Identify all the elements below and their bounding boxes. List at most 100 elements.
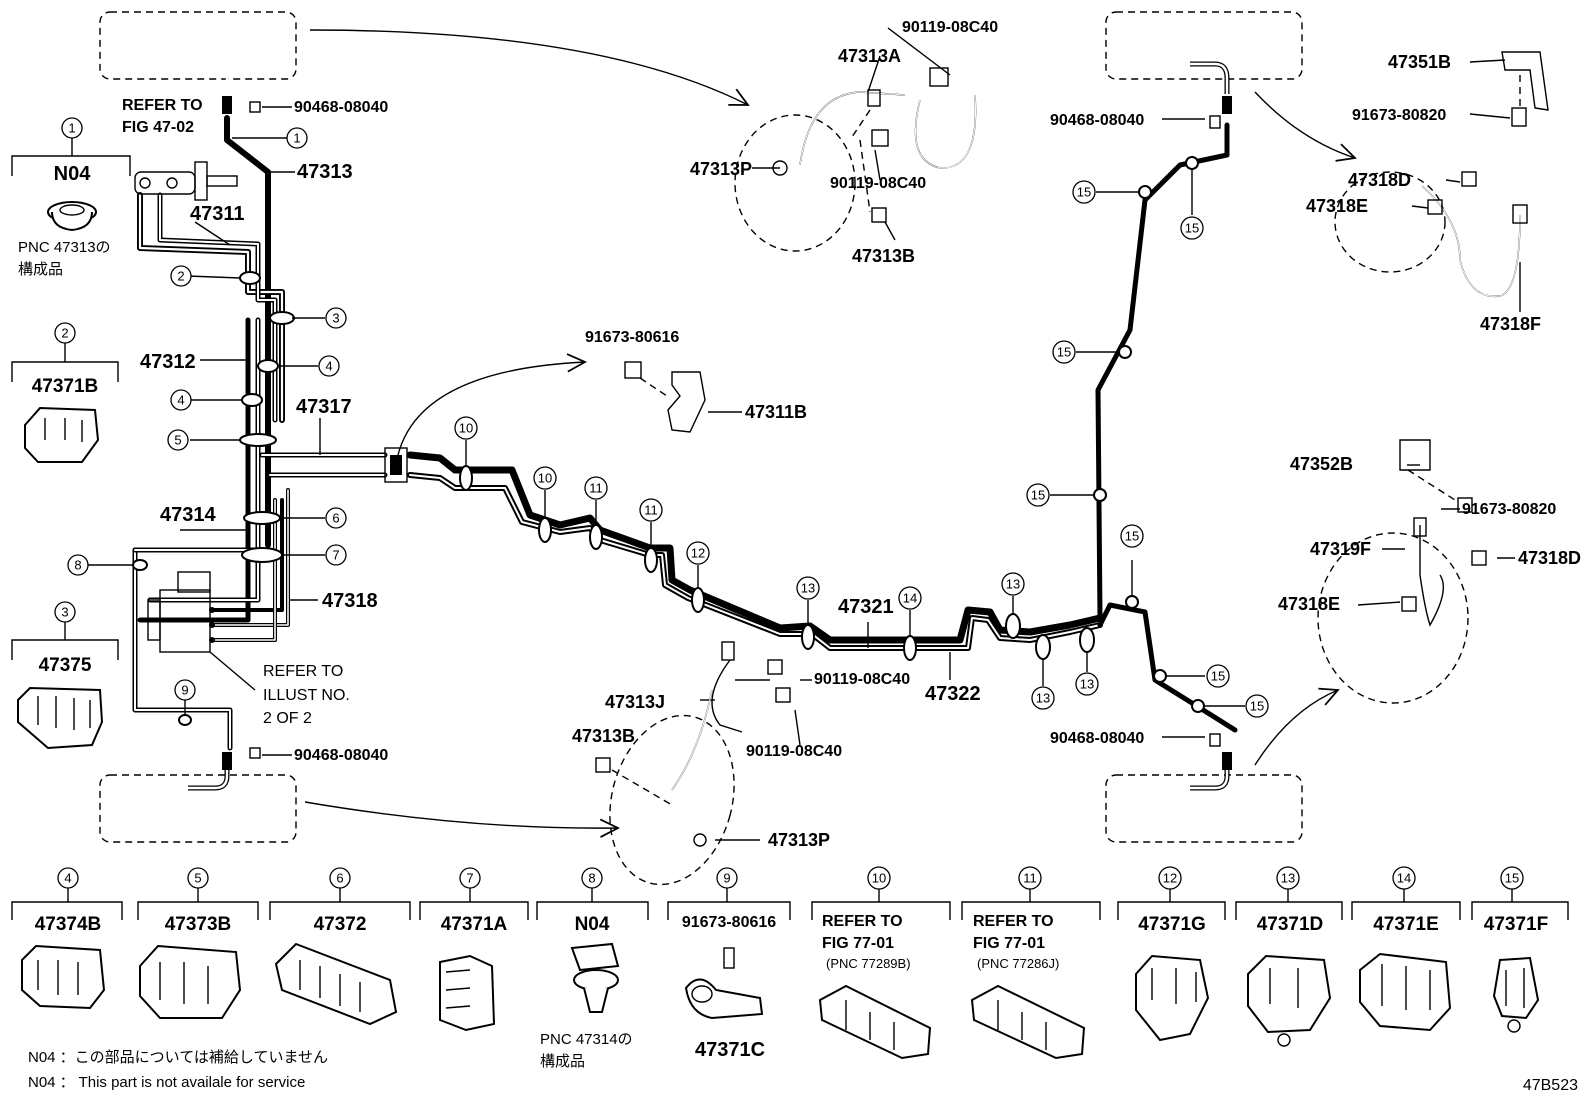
callout-15b: 15	[1180, 216, 1204, 240]
callout-6: 6	[325, 507, 347, 529]
svg-text:1: 1	[68, 121, 75, 136]
svg-text:12: 12	[1163, 871, 1177, 886]
legend-code: 47374B	[35, 914, 102, 935]
label-47318D-b: 47318D	[1518, 548, 1581, 568]
clamp-icon	[1247, 954, 1332, 1047]
legend-code: 47371E	[1373, 914, 1439, 935]
legend-bottom-8: 8 N04 PNC 47314の 構成品	[536, 867, 649, 1070]
label-91673-80616-mid: 91673-80616	[585, 329, 679, 346]
callout-5: 5	[167, 429, 189, 451]
callout-15d: 15	[1026, 483, 1050, 507]
abs-actuator-icon	[147, 571, 256, 691]
legend-code2: FIG 77-01	[822, 935, 894, 952]
callout-11b: 11	[639, 498, 663, 522]
footnote-jp: N04 ：この部品については補給していません	[28, 1049, 328, 1066]
label-47322: 47322	[925, 683, 981, 705]
clamp-icon	[274, 942, 398, 1026]
svg-text:3: 3	[332, 311, 339, 326]
clamp-icon	[1135, 954, 1210, 1042]
svg-text:15: 15	[1211, 669, 1225, 684]
clamp-icon	[17, 686, 104, 750]
svg-text:15: 15	[1057, 345, 1071, 360]
master-cylinder-icon	[134, 161, 238, 201]
legend-bottom-10: 10 REFER TO FIG 77-01 (PNC 77289B)	[811, 866, 951, 1060]
legend-code: N04	[54, 163, 92, 185]
clamp-icon	[1359, 952, 1452, 1032]
legend-code: REFER TO	[973, 913, 1054, 930]
label-47321: 47321	[838, 596, 894, 618]
label-47313P-bottom: 47313P	[768, 830, 830, 850]
svg-text:15: 15	[1077, 185, 1091, 200]
svg-text:15: 15	[1505, 871, 1519, 886]
label-47311B: 47311B	[745, 402, 807, 422]
label-47313: 47313	[297, 161, 353, 183]
legend-code: 47373B	[165, 914, 232, 935]
svg-text:13: 13	[1036, 691, 1050, 706]
svg-text:2: 2	[177, 269, 184, 284]
legend-code3: (PNC 77286J)	[977, 956, 1059, 971]
svg-text:13: 13	[1281, 871, 1295, 886]
callout-15c: 15	[1052, 340, 1076, 364]
label-47311: 47311	[190, 203, 245, 225]
svg-text:11: 11	[1023, 871, 1037, 886]
legend-note1: PNC 47314の	[540, 1031, 633, 1048]
refer-illust-line1: REFER TO	[263, 663, 343, 680]
legend-code: 47375	[39, 655, 92, 676]
label-47318E-a: 47318E	[1306, 196, 1368, 216]
svg-text:15: 15	[1031, 488, 1045, 503]
detail-front-right-hose	[595, 641, 791, 886]
legend-bottom-12: 12 47371G	[1117, 866, 1226, 1042]
callout-1: 1	[286, 127, 308, 149]
legend-bottom: 4 47374B 5 47373B 6 47372 7 47	[11, 866, 1569, 1070]
callout-12: 12	[686, 541, 710, 565]
label-47318D-a: 47318D	[1348, 170, 1411, 190]
legend-bottom-4: 4 47374B	[11, 867, 123, 1010]
label-47314: 47314	[160, 504, 216, 526]
svg-text:9: 9	[723, 871, 730, 886]
label-47313A: 47313A	[838, 46, 901, 66]
callout-2: 2	[170, 265, 192, 287]
wheel-box-bottom-left	[99, 760, 297, 843]
legend-note1: PNC 47313の	[18, 239, 111, 256]
svg-text:13: 13	[801, 581, 815, 596]
svg-text:10: 10	[872, 871, 886, 886]
legend-bottom-11: 11 REFER TO FIG 77-01 (PNC 77286J)	[961, 866, 1101, 1060]
legend-code: 47371B	[32, 376, 99, 397]
legend-item-1: 1 N04 PNC 47313の 構成品	[11, 117, 131, 278]
callout-15a: 15	[1072, 180, 1096, 204]
svg-text:10: 10	[459, 421, 473, 436]
label-47318E-b: 47318E	[1278, 594, 1340, 614]
label-47319F: 47319F	[1310, 539, 1371, 559]
callout-15f: 15	[1206, 664, 1230, 688]
svg-text:7: 7	[466, 871, 473, 886]
clip-icon	[570, 942, 620, 1013]
legend-code: N04	[575, 914, 610, 935]
svg-text:10: 10	[538, 471, 552, 486]
legend-code3: (PNC 77289B)	[826, 956, 911, 971]
refer-illust-line2: ILLUST NO.	[263, 687, 350, 704]
callout-4b: 4	[170, 389, 192, 411]
wheel-box-bottom-right	[1105, 760, 1303, 843]
legend-bottom-15: 15 47371F	[1471, 866, 1569, 1033]
legend-bottom-6: 6 47372	[269, 867, 411, 1026]
detail-front-left-hose	[734, 67, 977, 252]
legend-bottom-13: 13 47371D	[1235, 866, 1343, 1047]
svg-text:1: 1	[293, 131, 300, 146]
refer-illust-line3: 2 OF 2	[263, 710, 312, 727]
legend-code: REFER TO	[822, 913, 903, 930]
callout-9: 9	[174, 679, 196, 701]
clip-icon	[1492, 956, 1540, 1033]
label-47313B-top: 47313B	[852, 246, 915, 266]
pipe-union-icon	[384, 447, 408, 483]
label-90119-b: 90119-08C40	[830, 175, 926, 192]
callout-15g: 15	[1245, 694, 1269, 718]
hose-clip-icons	[249, 101, 1221, 759]
pointer-arrows	[304, 29, 1357, 838]
clamp-icon	[139, 944, 242, 1019]
legend-code: 47372	[314, 914, 367, 935]
svg-text:8: 8	[588, 871, 595, 886]
callout-15e: 15	[1120, 524, 1144, 548]
callout-10b: 10	[533, 466, 557, 490]
svg-text:14: 14	[903, 591, 917, 606]
